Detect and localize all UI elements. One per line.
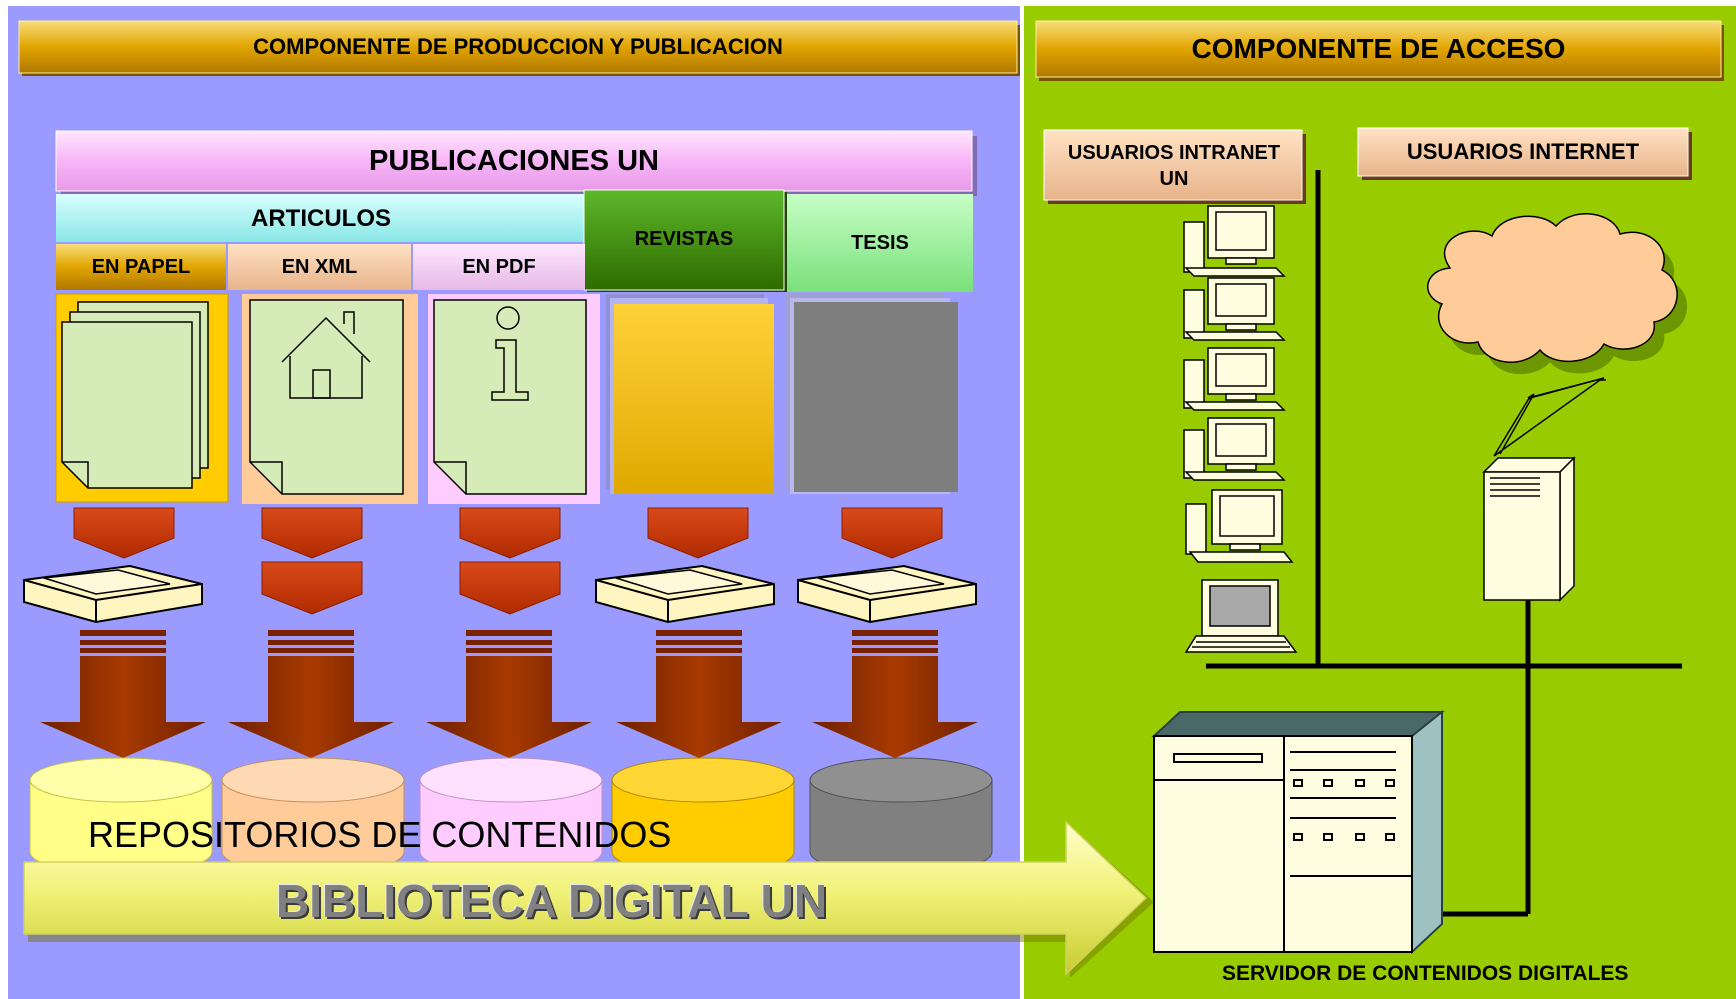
- cloud-icon: [1426, 213, 1688, 375]
- intranet-label: USUARIOS INTRANET UN: [1067, 142, 1281, 190]
- format-bar-papel: [56, 244, 226, 290]
- internet-label: USUARIOS INTERNET: [1406, 139, 1640, 164]
- biblioteca-arrow: [23, 820, 1154, 978]
- tesis-box: [787, 194, 973, 292]
- format-label-xml: EN XML: [281, 255, 358, 278]
- format-bar-pdf: [413, 244, 585, 290]
- format-label-pdf: EN PDF: [462, 255, 536, 278]
- repositorios-label: REPOSITORIOS DE CONTENIDOS: [88, 814, 672, 855]
- revistas-paper-stack: [606, 294, 774, 494]
- network-lines: [1206, 170, 1682, 917]
- lightning-link-icon: [1493, 377, 1606, 457]
- tower-server-icon: [1482, 456, 1576, 602]
- format-label-papel: EN PAPEL: [91, 255, 191, 278]
- publicaciones-bar: [55, 130, 977, 196]
- right-panel-title: COMPONENTE DE ACCESO: [1191, 33, 1566, 64]
- database-cylinder-icon: [29, 757, 993, 875]
- tesis-paper-stack: [786, 294, 958, 494]
- format-bar-xml: [228, 244, 411, 290]
- house-document-icon: [242, 294, 418, 504]
- down-arrow-icons: [40, 630, 978, 758]
- articulos-label: ARTICULOS: [251, 205, 391, 232]
- left-title-bar: [18, 20, 1020, 76]
- info-document-icon: [428, 294, 600, 504]
- right-title-bar: [1035, 20, 1724, 81]
- stacked-documents-icon: [55, 293, 229, 503]
- revistas-box: [583, 189, 787, 292]
- revistas-label: REVISTAS: [634, 227, 734, 250]
- rack-server-icon: [1151, 709, 1445, 955]
- publicaciones-label: PUBLICACIONES UN: [368, 144, 659, 177]
- intranet-header-box: [1043, 129, 1306, 204]
- biblioteca-label: BIBLIOTECA DIGITAL UN: [276, 875, 828, 927]
- scanner-icon: [23, 564, 977, 624]
- laptop-icon: [1184, 579, 1298, 653]
- desktop-computer-icon: [1183, 205, 1294, 563]
- articulos-bar: [56, 194, 586, 242]
- panel-divider: [1020, 6, 1024, 999]
- left-panel-title: COMPONENTE DE PRODUCCION Y PUBLICACION: [253, 34, 783, 59]
- chevron-icons: [73, 507, 943, 615]
- tesis-label: TESIS: [851, 231, 909, 254]
- internet-header-box: [1357, 127, 1692, 180]
- servidor-label: SERVIDOR DE CONTENIDOS DIGITALES: [1222, 962, 1629, 985]
